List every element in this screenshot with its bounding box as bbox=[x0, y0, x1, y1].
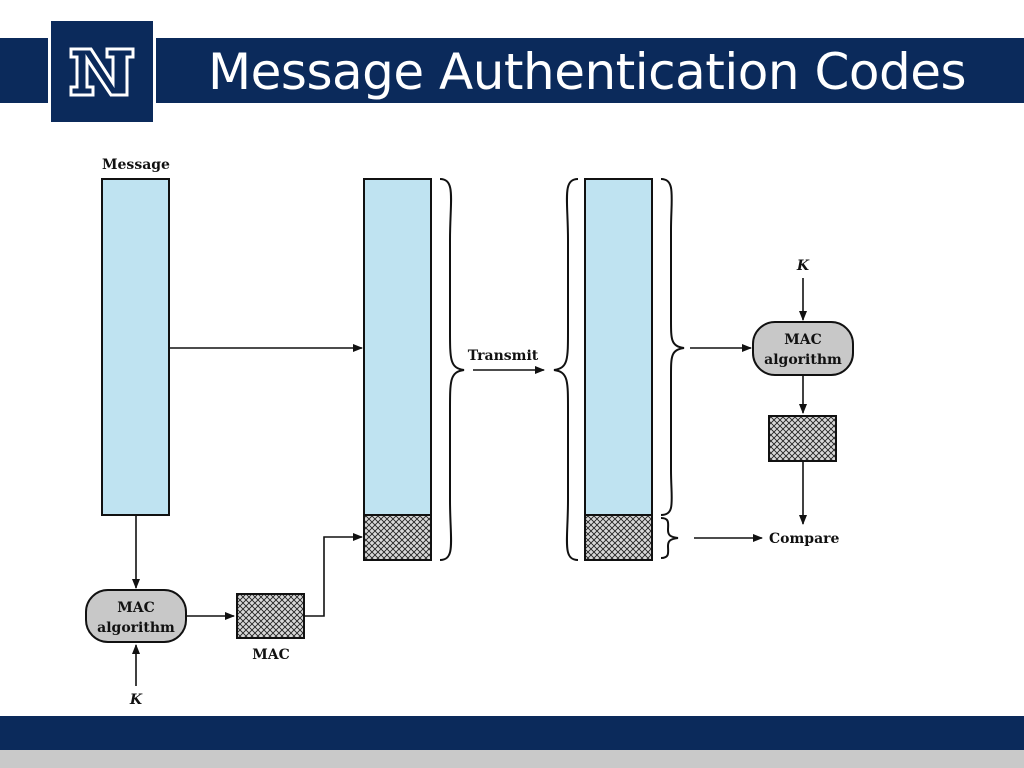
header-bar bbox=[0, 38, 1024, 103]
computed-mac-block bbox=[768, 415, 837, 462]
compare-label: Compare bbox=[769, 531, 840, 547]
message-label: Message bbox=[102, 157, 170, 173]
mac-label: MAC bbox=[252, 647, 290, 663]
footer-strip bbox=[0, 750, 1024, 768]
receive-brace-left bbox=[553, 178, 579, 561]
transmitted-mac-block bbox=[363, 514, 432, 561]
mac-to-transmit-arrow bbox=[304, 533, 363, 617]
receiver-key-label: K bbox=[796, 258, 810, 274]
slide-title: Message Authentication Codes bbox=[208, 43, 967, 101]
transmitted-message-block bbox=[363, 178, 432, 516]
footer-bar bbox=[0, 716, 1024, 750]
receiver-algorithm-line1: MAC bbox=[784, 332, 822, 348]
sender-algorithm-line2: algorithm bbox=[97, 620, 175, 636]
sender-key-label: K bbox=[129, 692, 143, 708]
sender-mac-algorithm bbox=[85, 589, 187, 643]
sender-mac-block bbox=[236, 593, 305, 639]
received-mac-brace bbox=[660, 517, 679, 559]
transmit-brace-right bbox=[439, 178, 465, 561]
receiver-algorithm-line2: algorithm bbox=[764, 352, 842, 368]
received-message-block bbox=[584, 178, 653, 516]
sender-message-block bbox=[101, 178, 170, 516]
received-mac-block bbox=[584, 514, 653, 561]
transmit-label: Transmit bbox=[468, 348, 539, 364]
university-logo bbox=[48, 18, 156, 125]
receiver-mac-algorithm bbox=[752, 321, 854, 376]
sender-algorithm-line1: MAC bbox=[117, 600, 155, 616]
received-message-brace bbox=[660, 178, 685, 516]
